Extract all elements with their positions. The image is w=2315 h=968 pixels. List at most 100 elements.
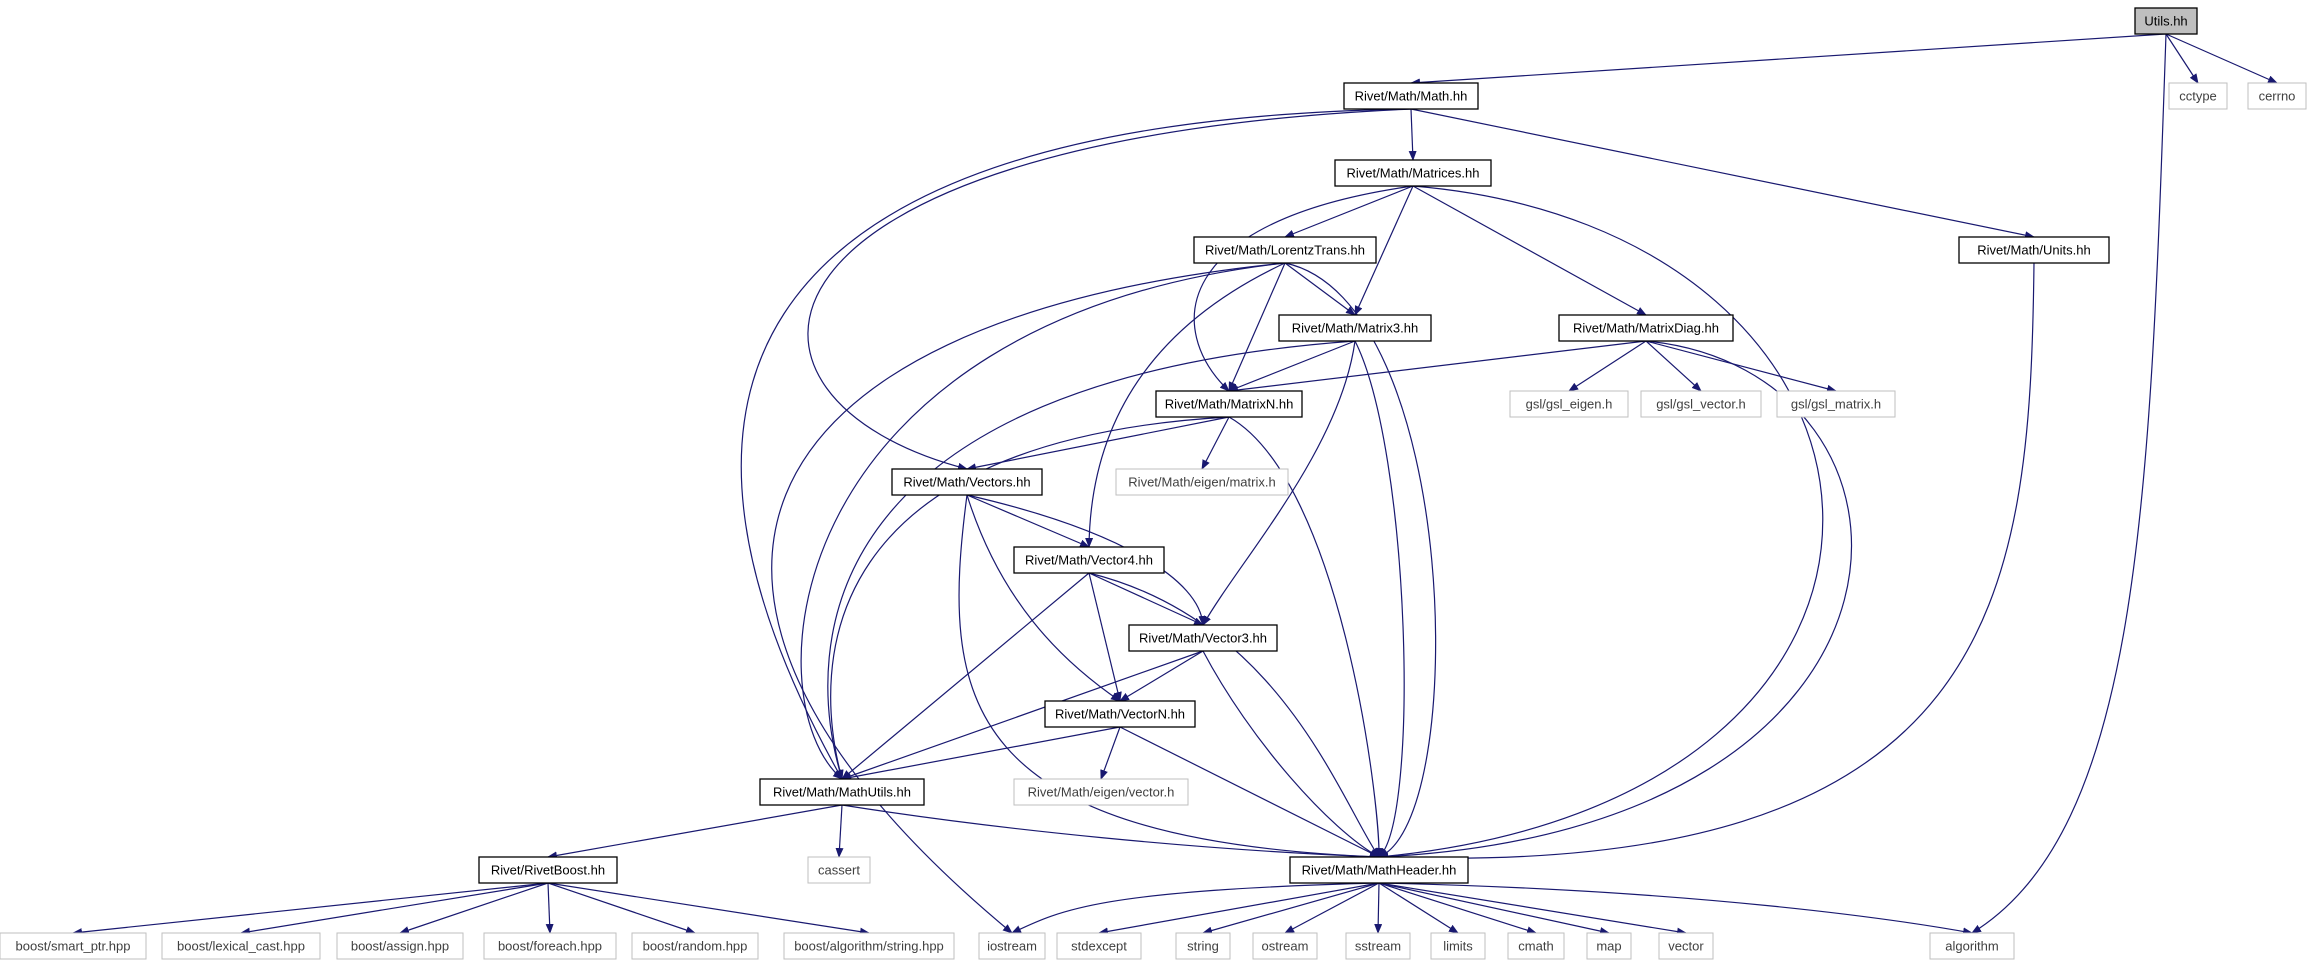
node-iostream: iostream	[978, 932, 1046, 960]
node-box-stdexcept	[1056, 932, 1142, 960]
node-cassert: cassert	[807, 856, 871, 884]
edge-lorentz-to-mathutils	[800, 262, 1286, 780]
node-label-rivetboost: Rivet/RivetBoost.hh	[491, 863, 605, 878]
node-matrixdiag[interactable]: Rivet/Math/MatrixDiag.hh	[1558, 314, 1734, 342]
node-vector3[interactable]: Rivet/Math/Vector3.hh	[1128, 624, 1278, 652]
edge-vectors-to-mathheader	[958, 494, 1380, 861]
edge-vector3-to-vectorn	[1119, 650, 1204, 702]
node-box-cassert	[807, 856, 871, 884]
node-cctype: cctype	[2168, 82, 2228, 110]
node-label-lexical_cast: boost/lexical_cast.hpp	[177, 939, 305, 954]
node-label-foreach: boost/foreach.hpp	[498, 939, 602, 954]
node-mathheader[interactable]: Rivet/Math/MathHeader.hh	[1289, 856, 1469, 884]
node-utils[interactable]: Utils.hh	[2134, 7, 2198, 35]
node-box-vector4	[1013, 546, 1165, 574]
node-box-cctype	[2168, 82, 2228, 110]
node-box-eigen_vector	[1013, 778, 1189, 806]
node-label-vectors: Rivet/Math/Vectors.hh	[903, 475, 1030, 490]
node-math[interactable]: Rivet/Math/Math.hh	[1343, 82, 1479, 110]
node-label-ostream: ostream	[1262, 939, 1309, 954]
node-vector: vector	[1658, 932, 1714, 960]
edge-rivetboost-to-smart_ptr	[72, 882, 549, 937]
edge-mathutils-to-cassert	[835, 804, 844, 858]
node-label-map: map	[1596, 939, 1621, 954]
node-mathutils[interactable]: Rivet/Math/MathUtils.hh	[759, 778, 925, 806]
node-box-vector	[1658, 932, 1714, 960]
edge-math-to-vectors	[807, 108, 1412, 471]
node-matrix3[interactable]: Rivet/Math/Matrix3.hh	[1278, 314, 1432, 342]
node-label-iostream: iostream	[987, 939, 1037, 954]
node-matrixn[interactable]: Rivet/Math/MatrixN.hh	[1155, 390, 1303, 418]
node-box-matrixdiag	[1558, 314, 1734, 342]
node-vectors[interactable]: Rivet/Math/Vectors.hh	[891, 468, 1043, 496]
edge-math-to-mathutils	[740, 108, 1412, 780]
edge-vector4-to-mathheader	[1088, 572, 1380, 858]
node-box-rivetboost	[478, 856, 618, 884]
node-label-gsl_matrix: gsl/gsl_matrix.h	[1791, 397, 1881, 412]
node-vectorn[interactable]: Rivet/Math/VectorN.hh	[1044, 700, 1196, 728]
node-matrices[interactable]: Rivet/Math/Matrices.hh	[1334, 159, 1492, 187]
node-box-cmath	[1507, 932, 1565, 960]
edge-matrices-to-lorentz	[1284, 185, 1414, 238]
edge-mathutils-to-rivetboost	[547, 804, 843, 860]
node-label-assign: boost/assign.hpp	[351, 939, 449, 954]
node-label-eigen_matrix: Rivet/Math/eigen/matrix.h	[1128, 475, 1275, 490]
node-vector4[interactable]: Rivet/Math/Vector4.hh	[1013, 546, 1165, 574]
edge-utils-to-algorithm	[1971, 33, 2167, 934]
node-box-limits	[1430, 932, 1486, 960]
edge-matrices-to-matrixdiag	[1412, 185, 1647, 316]
node-units[interactable]: Rivet/Math/Units.hh	[1958, 236, 2110, 264]
node-box-vectorn	[1044, 700, 1196, 728]
node-ostream: ostream	[1252, 932, 1318, 960]
edge-utils-to-cctype	[2165, 33, 2199, 84]
node-box-vectors	[891, 468, 1043, 496]
edge-mathheader-to-vector	[1378, 882, 1687, 936]
edge-rivetboost-to-assign	[399, 882, 549, 934]
node-box-matrixn	[1155, 390, 1303, 418]
node-label-vector3: Rivet/Math/Vector3.hh	[1139, 631, 1267, 646]
edge-matrixdiag-to-gsl_vector	[1645, 340, 1702, 392]
node-string: string	[1175, 932, 1231, 960]
node-box-sstream	[1345, 932, 1411, 960]
node-box-vector3	[1128, 624, 1278, 652]
node-label-lorentz: Rivet/Math/LorentzTrans.hh	[1205, 243, 1365, 258]
node-label-vector: vector	[1668, 939, 1704, 954]
node-label-utils: Utils.hh	[2144, 14, 2187, 29]
edge-units-to-mathheader	[1378, 262, 2035, 862]
node-label-eigen_vector: Rivet/Math/eigen/vector.h	[1028, 785, 1175, 800]
edge-vectorn-to-mathutils	[841, 726, 1121, 782]
node-box-ostream	[1252, 932, 1318, 960]
edge-mathheader-to-ostream	[1284, 882, 1380, 934]
edge-mathutils-to-mathheader	[841, 804, 1380, 861]
edge-lorentz-to-iostream	[771, 262, 1286, 934]
node-lorentz[interactable]: Rivet/Math/LorentzTrans.hh	[1193, 236, 1377, 264]
edge-mathheader-to-iostream	[1011, 882, 1380, 934]
edge-matrices-to-matrixn	[1193, 185, 1414, 392]
node-label-matrix3: Rivet/Math/Matrix3.hh	[1292, 321, 1418, 336]
node-label-string: string	[1187, 939, 1219, 954]
edge-matrixn-to-vectors	[966, 416, 1230, 472]
node-box-matrix3	[1278, 314, 1432, 342]
edge-vectorn-to-mathheader	[1119, 726, 1380, 858]
node-label-cassert: cassert	[818, 863, 860, 878]
node-label-sstream: sstream	[1355, 939, 1401, 954]
node-label-cerrno: cerrno	[2259, 89, 2296, 104]
edge-mathheader-to-stdexcept	[1098, 882, 1380, 936]
edge-vectors-to-vector4	[966, 494, 1090, 548]
edge-math-to-matrices	[1408, 108, 1417, 161]
node-box-lorentz	[1193, 236, 1377, 264]
node-eigen_matrix: Rivet/Math/eigen/matrix.h	[1115, 468, 1289, 496]
edge-matrixdiag-to-gsl_eigen	[1568, 340, 1647, 392]
node-box-utils	[2134, 7, 2198, 35]
edge-math-to-units	[1410, 108, 2035, 240]
node-box-gsl_eigen	[1509, 390, 1629, 418]
edge-lorentz-to-matrixn	[1228, 262, 1286, 392]
node-assign: boost/assign.hpp	[336, 932, 464, 960]
edge-vectorn-to-eigen_vector	[1100, 726, 1121, 780]
node-box-foreach	[483, 932, 617, 960]
node-label-random: boost/random.hpp	[643, 939, 748, 954]
node-cmath: cmath	[1507, 932, 1565, 960]
node-rivetboost[interactable]: Rivet/RivetBoost.hh	[478, 856, 618, 884]
node-label-mathutils: Rivet/Math/MathUtils.hh	[773, 785, 911, 800]
